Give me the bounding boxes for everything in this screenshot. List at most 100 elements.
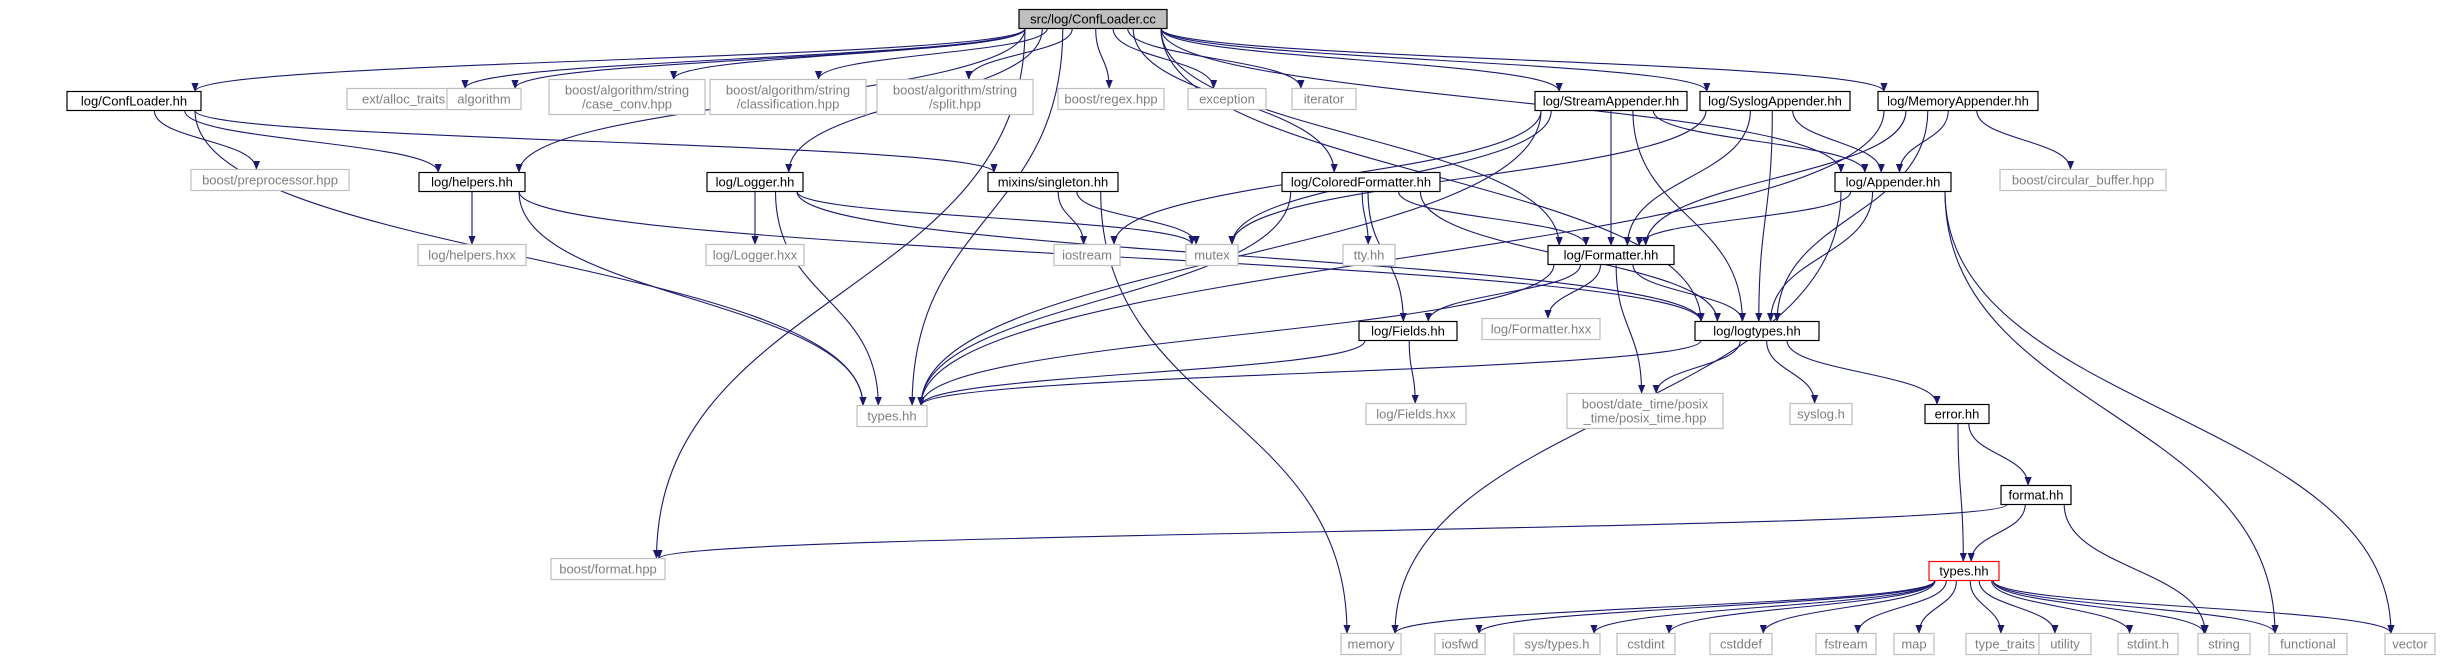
node-log-logger-hxx[interactable]: log/Logger.hxx [705,243,805,267]
node-format-hh[interactable]: format.hh [2000,484,2072,506]
node-log-syslogappender[interactable]: log/SyslogAppender.hh [1699,90,1851,112]
node-box [2117,632,2179,656]
node-syslog-h[interactable]: syslog.h [1789,402,1853,426]
node-types-hh-ext[interactable]: types.hh [856,404,928,428]
node-log-formatter-hh[interactable]: log/Formatter.hh [1547,244,1675,266]
node-iterator[interactable]: iterator [1291,87,1357,111]
node-label: algorithm [457,92,510,107]
node-box [1834,171,1952,193]
node-label: mutex [1194,248,1230,263]
node-log-fields-hxx[interactable]: log/Fields.hxx [1365,402,1467,426]
edge-root-to-iterator [1127,28,1305,89]
edge-types-hh-main-to-cstdint [1665,580,1936,634]
node-memory[interactable]: memory [1340,632,1402,656]
node-functional[interactable]: functional [2268,632,2348,656]
node-label: iterator [1304,92,1345,107]
edge-types-hh-main-to-memory [1391,580,1936,634]
nodes-layer: src/log/ConfLoader.cc log/ConfLoader.hh ex… [66,8,2436,656]
edge-types-hh-main-to-string [1992,580,2208,634]
node-box [548,78,706,116]
node-exception[interactable]: exception [1187,87,1267,111]
node-box [1057,87,1165,111]
node-label: log/Formatter.hh [1564,248,1659,263]
node-log-fields-hh[interactable]: log/Fields.hh [1358,320,1458,342]
node-box [190,168,350,192]
node-cstdint[interactable]: cstdint [1616,632,1676,656]
node-types-hh-main[interactable]: types.hh [1928,560,2000,582]
node-boost-posix-time[interactable]: boost/date_time/posix_time/posix_time.hp… [1566,392,1724,430]
node-log-confloader-hh[interactable]: log/ConfLoader.hh [66,90,202,112]
edge-types-hh-main-to-functional [1992,580,2279,634]
node-cstddef[interactable]: cstddef [1709,632,1773,656]
node-box [987,171,1119,193]
node-box [2384,632,2436,656]
edge-log-logger-hh-to-types-hh-ext [774,191,882,406]
node-log-logtypes-hh[interactable]: log/logtypes.hh [1694,320,1820,342]
node-boost-case-conv[interactable]: boost/algorithm/string/case_conv.hpp [548,78,706,116]
node-log-memoryappender[interactable]: log/MemoryAppender.hh [1877,90,2039,112]
node-log-helpers-hh[interactable]: log/helpers.hh [418,171,526,193]
node-box [709,78,867,116]
node-stdint-h[interactable]: stdint.h [2117,632,2179,656]
node-label: _time/posix_time.hpp [1583,411,1707,426]
node-boost-regex[interactable]: boost/regex.hpp [1057,87,1165,111]
node-box [2000,484,2072,506]
node-mixins-singleton[interactable]: mixins/singleton.hh [987,171,1119,193]
node-box [1513,632,1601,656]
node-map[interactable]: map [1893,632,1935,656]
node-log-streamappender[interactable]: log/StreamAppender.hh [1534,90,1688,112]
node-box [1434,632,1486,656]
node-iosfwd[interactable]: iosfwd [1434,632,1486,656]
node-mutex[interactable]: mutex [1185,243,1239,267]
node-log-coloredformatter[interactable]: log/ColoredFormatter.hh [1281,171,1441,193]
node-iostream[interactable]: iostream [1053,243,1121,267]
node-algorithm[interactable]: algorithm [446,87,522,111]
node-label: string [2208,637,2240,652]
node-fstream[interactable]: fstream [1815,632,1877,656]
node-label: boost/algorithm/string [565,83,689,98]
node-label: error.hh [1935,407,1980,422]
node-box [1291,87,1357,111]
edge-log-fields-hh-to-types-hh-ext [917,340,1366,406]
node-label: /split.hpp [929,97,981,112]
node-sys-types-h[interactable]: sys/types.h [1513,632,1601,656]
node-box [876,78,1034,116]
node-root[interactable]: src/log/ConfLoader.cc [1018,8,1168,30]
edge-log-syslogappender-to-log-appender-hh [1792,110,1885,173]
node-error-hh[interactable]: error.hh [1924,403,1990,425]
node-box [1547,244,1675,266]
node-vector[interactable]: vector [2384,632,2436,656]
node-box [66,90,202,112]
edge-log-confloader-hh-to-types-hh-ext [194,110,867,406]
edge-root-to-log-memoryappender [1160,28,1888,92]
node-label: stdint.h [2127,637,2169,652]
node-box [1018,8,1168,30]
node-box [1481,317,1601,341]
node-box [1924,403,1990,425]
node-label: log/SyslogAppender.hh [1708,94,1842,109]
node-label: format.hh [2009,488,2064,503]
node-box [1566,392,1724,430]
node-string[interactable]: string [2197,632,2251,656]
node-boost-preprocessor[interactable]: boost/preprocessor.hpp [190,168,350,192]
node-box [550,557,666,581]
edge-log-coloredformatter-to-log-formatter-hh [1397,191,1590,246]
node-label: utility [2050,637,2080,652]
node-log-appender-hh[interactable]: log/Appender.hh [1834,171,1952,193]
node-log-helpers-hxx[interactable]: log/helpers.hxx [417,243,527,267]
node-boost-format[interactable]: boost/format.hpp [550,557,666,581]
edge-log-logtypes-hh-to-types-hh-ext [917,340,1702,406]
edge-types-hh-main-to-type-traits [1969,580,2005,634]
node-box [1699,90,1851,112]
node-boost-split[interactable]: boost/algorithm/string/split.hpp [876,78,1034,116]
node-log-formatter-hxx[interactable]: log/Formatter.hxx [1481,317,1601,341]
node-label: log/Formatter.hxx [1491,322,1592,337]
node-boost-classification[interactable]: boost/algorithm/string/classification.hp… [709,78,867,116]
node-type-traits[interactable]: type_traits [1965,632,2045,656]
node-boost-circular-buffer[interactable]: boost/circular_buffer.hpp [1999,168,2167,192]
node-label: log/ColoredFormatter.hh [1291,175,1431,190]
node-tty-hh[interactable]: tty.hh [1342,243,1396,267]
edge-format-hh-to-types-hh-main [1967,504,2026,562]
node-log-logger-hh[interactable]: log/Logger.hh [706,171,804,193]
node-utility[interactable]: utility [2038,632,2092,656]
